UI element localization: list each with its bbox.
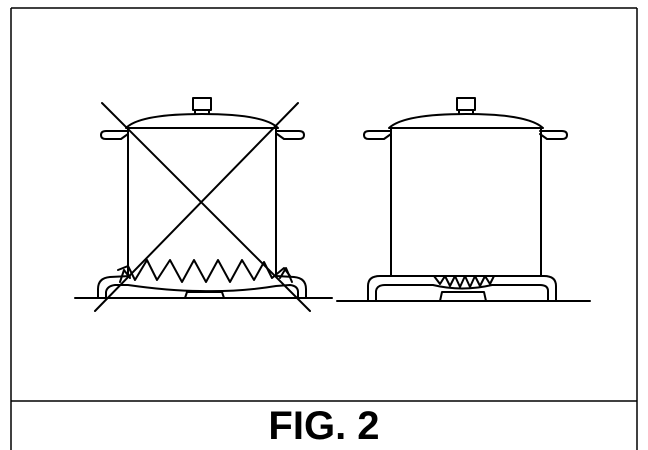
right-grate	[367, 275, 557, 302]
cross-out-line-2	[94, 102, 299, 312]
left-pot-handle-right	[276, 130, 305, 140]
cross-out-line-1	[101, 102, 311, 312]
right-pot-handle-right	[539, 130, 568, 140]
left-lid	[125, 113, 279, 129]
frame-border	[10, 7, 638, 450]
left-flames	[117, 259, 291, 283]
right-flames	[433, 275, 495, 288]
right-pot-body	[390, 127, 542, 277]
figure-caption: FIG. 2	[268, 404, 380, 448]
correct-panel	[336, 97, 591, 302]
left-pot-body	[127, 127, 277, 277]
right-pot-handle-left	[363, 130, 392, 140]
left-pot-handle-left	[100, 130, 129, 140]
right-lid-knob	[456, 97, 476, 111]
left-lid-knob	[192, 97, 212, 111]
right-burner-head	[439, 291, 487, 302]
incorrect-panel	[74, 97, 333, 312]
left-grate	[97, 275, 307, 299]
right-lid	[388, 113, 544, 129]
